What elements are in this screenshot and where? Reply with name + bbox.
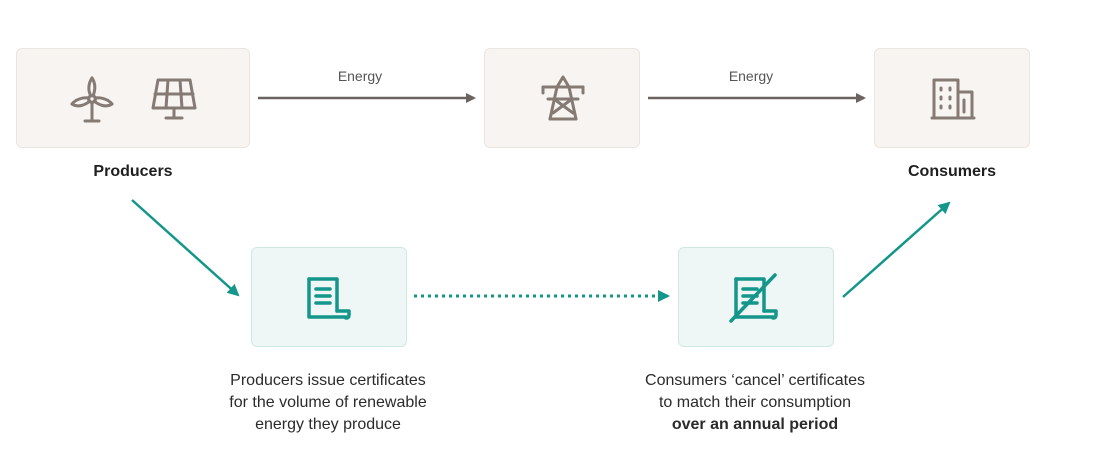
cancel-to-consumers-arrow <box>842 201 951 298</box>
issue-arrow <box>131 199 240 297</box>
transmission-tower-icon <box>541 75 585 121</box>
building-icon <box>930 78 976 120</box>
issue-certificate-box <box>251 247 407 347</box>
energy-label-2: Energy <box>728 68 774 84</box>
consumers-box <box>874 48 1030 148</box>
issue-caption-line-1: Producers issue certificates <box>230 372 426 389</box>
cancel-certificate-box <box>678 247 834 347</box>
cancel-caption: Consumers ‘cancel’ certificates to match… <box>605 370 905 436</box>
consumers-title: Consumers <box>907 163 997 180</box>
cancel-caption-bold: over an annual period <box>671 416 839 433</box>
issue-caption: Producers issue certificates for the vol… <box>178 370 478 436</box>
cancel-caption-line-1: Consumers ‘cancel’ certificates <box>645 372 865 389</box>
issue-caption-line-3: energy they produce <box>255 416 401 433</box>
grid-box <box>484 48 640 148</box>
producers-title: Producers <box>93 163 173 180</box>
solar-panel-icon <box>151 78 197 120</box>
cancel-caption-line-2: to match their consumption <box>658 394 852 411</box>
cancelled-certificate-icon <box>729 273 778 323</box>
certificate-document-icon <box>307 277 351 320</box>
energy-label-1: Energy <box>337 68 383 84</box>
issue-caption-line-2: for the volume of renewable <box>229 394 427 411</box>
producers-box <box>16 48 250 148</box>
wind-turbine-icon <box>70 76 114 123</box>
